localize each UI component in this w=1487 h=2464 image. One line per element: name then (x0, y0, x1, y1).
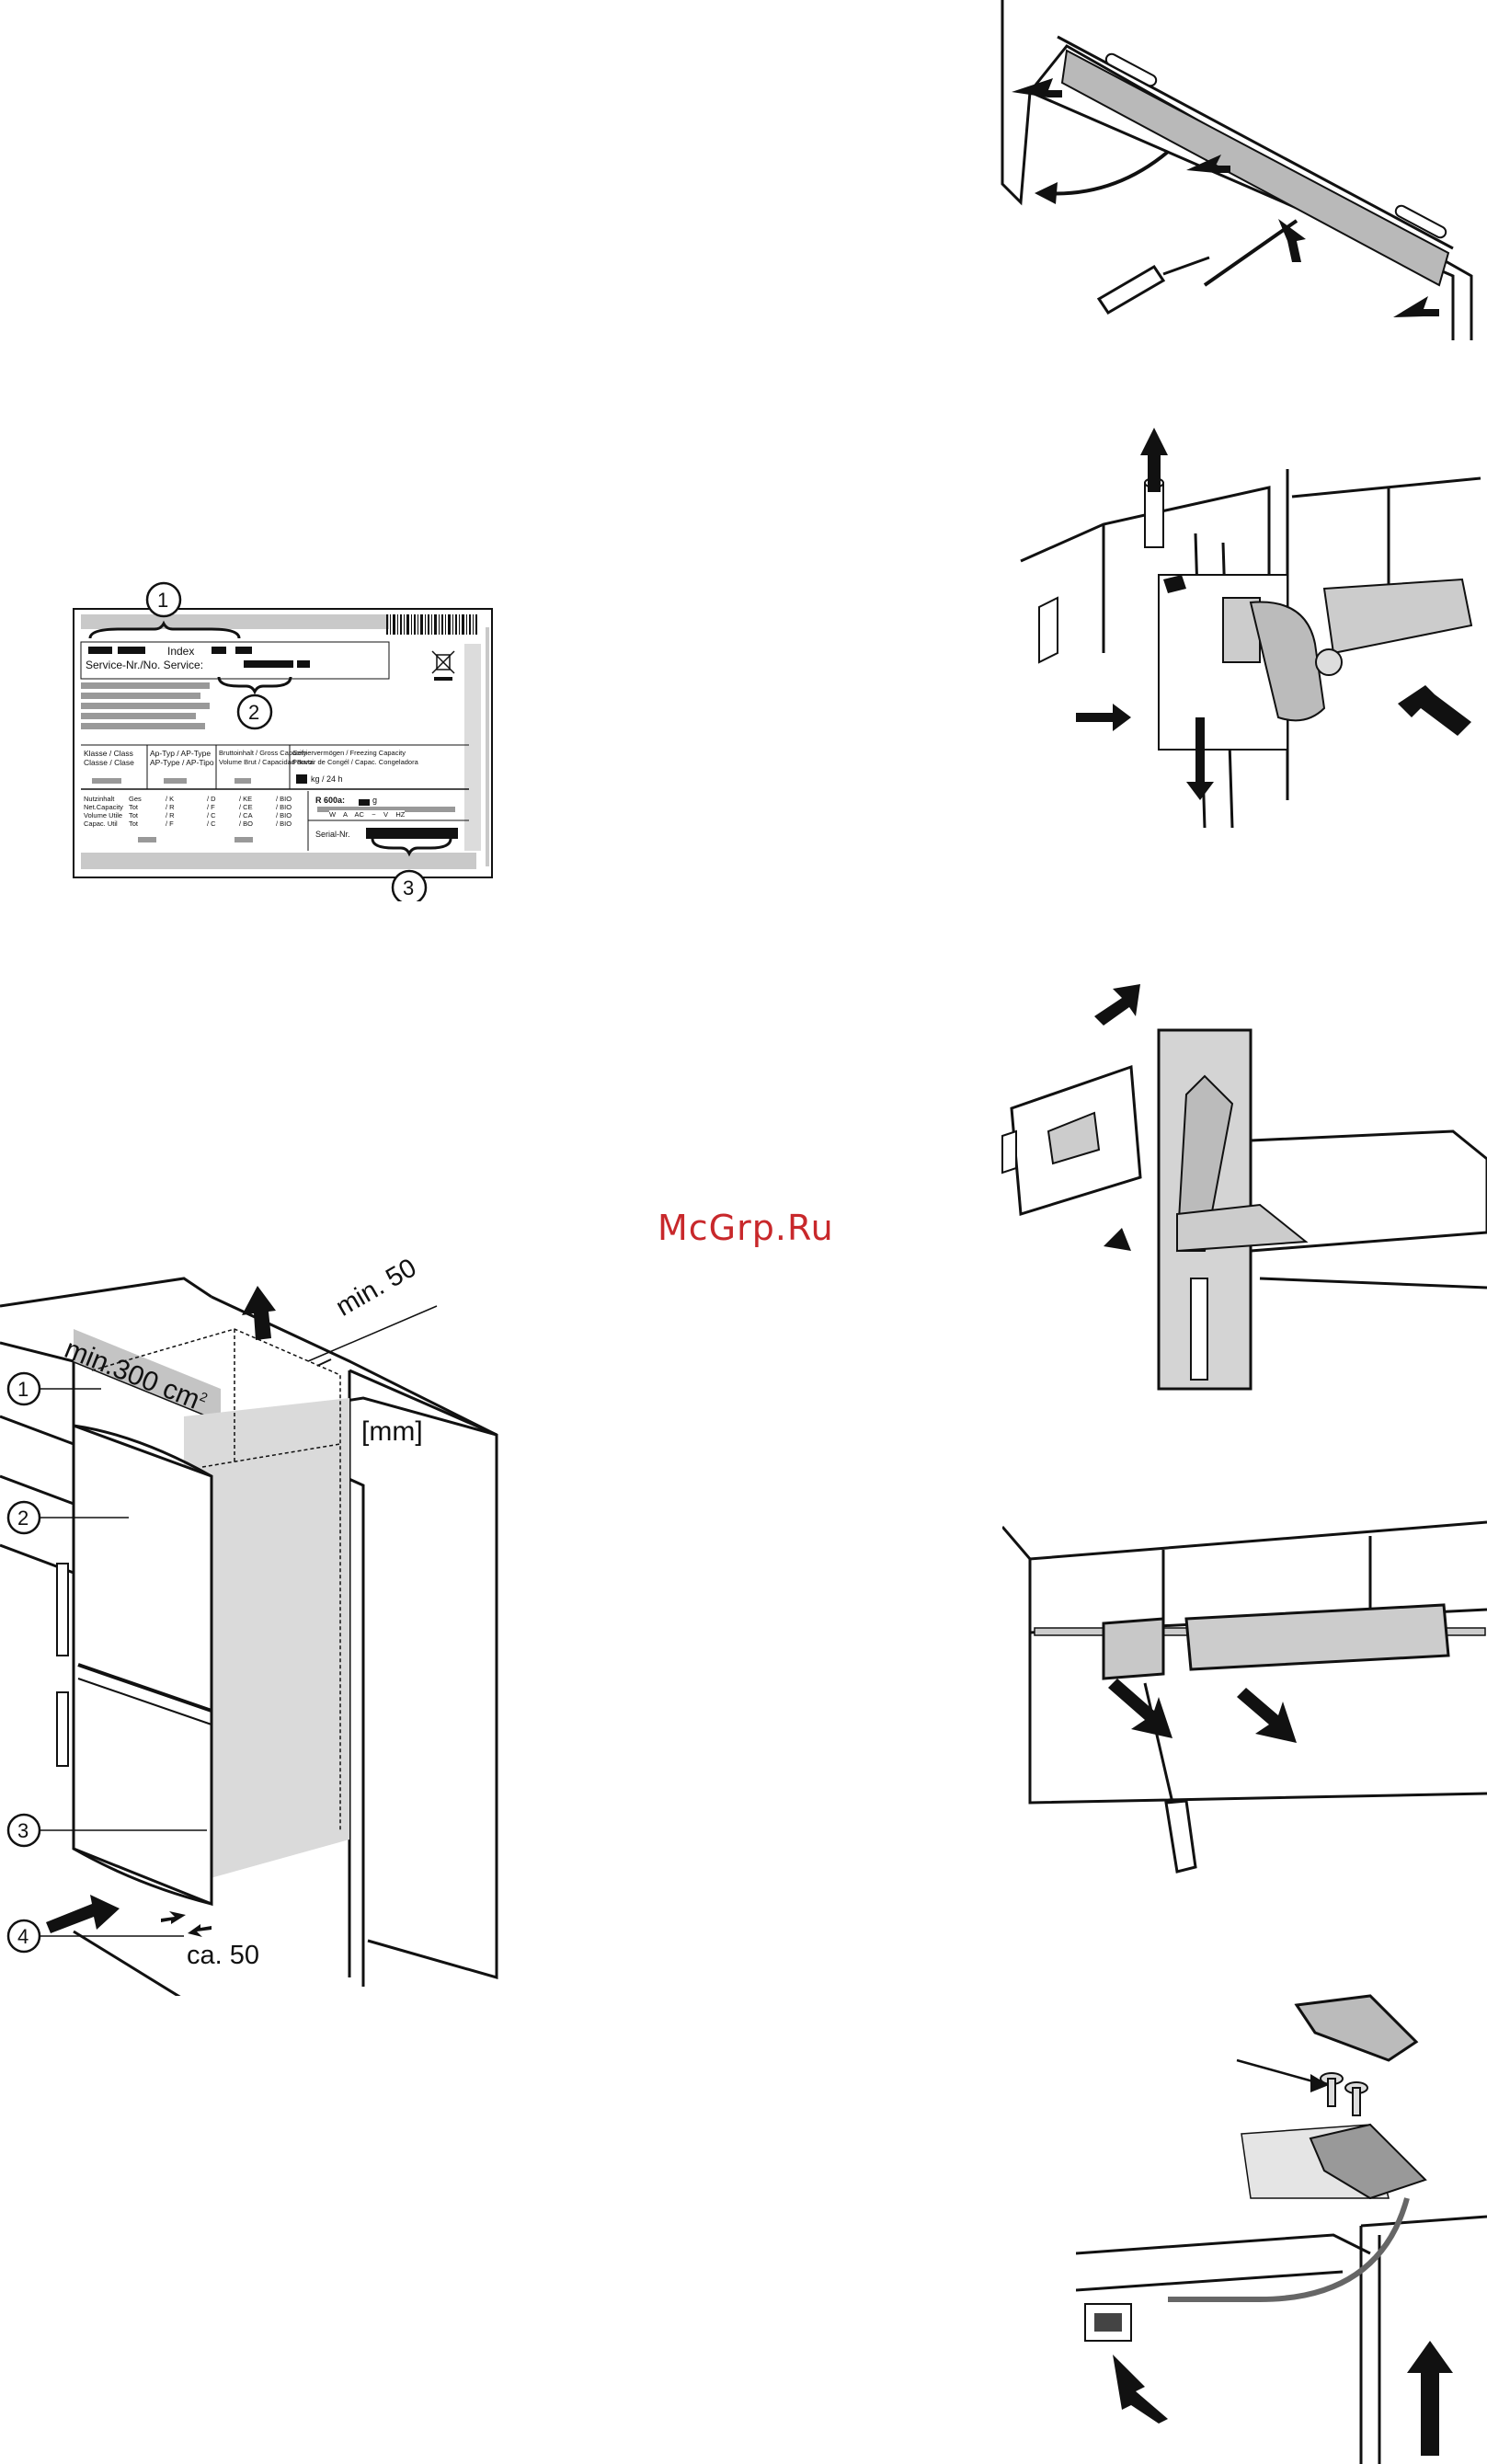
ke-rows: / KE / CE / CA / BO (239, 795, 254, 828)
mm-unit-label: [mm] (361, 1416, 423, 1447)
figure-rating-plate: 1 2 3 Index Service-Nr./No. Service: Kla… (55, 570, 515, 901)
refrigerant-label: R 600a: (315, 796, 346, 805)
figure-hinge-cover-screws (1076, 1987, 1487, 2464)
gross-capacity-label: Bruttoinhalt / Gross Capacity Volume Bru… (219, 749, 314, 766)
bio-rows: / BIO / BIO / BIO / BIO (276, 795, 292, 828)
callout-2: 2 (248, 701, 260, 724)
service-label: Service-Nr./No. Service: (86, 659, 204, 671)
figure-cover-panel-removal (1002, 1508, 1487, 1885)
freezing-capacity-label: Gefriervermögen / Freezing Capacity Pouv… (292, 749, 418, 766)
k-rows: / K / R / R / F (166, 795, 175, 828)
callout-3: 3 (17, 1819, 29, 1842)
callout-3: 3 (403, 877, 415, 900)
power-row: W A AC ~ V HZ (329, 810, 406, 819)
watermark: McGrp.Ru (658, 1208, 834, 1248)
class-label: Klasse / Class Classe / Clase (84, 749, 134, 767)
refrigerant-unit: g (372, 796, 378, 805)
callout-1: 1 (17, 1378, 29, 1401)
ap-type-label: Ap-Typ / AP-Type AP-Type / AP-Tipo (150, 749, 214, 767)
ca-50-label: ca. 50 (187, 1941, 259, 1970)
callout-4: 4 (17, 1925, 29, 1948)
d-rows: / D / F / C / C (207, 795, 216, 828)
figure-installation: min.300 cm2 min. 50 [mm] ca. 50 1 2 3 4 (0, 1253, 515, 1996)
kg-per-day-label: kg / 24 h (311, 774, 343, 784)
index-label: Index (167, 645, 195, 658)
figure-hinge-bracket (993, 975, 1487, 1398)
figure-hinge-removal (1012, 414, 1487, 846)
figure-top-cover-removal (975, 0, 1487, 350)
callout-2: 2 (17, 1507, 29, 1530)
callout-1: 1 (157, 589, 169, 612)
gesamt-rows: Ges Tot Tot Tot (129, 795, 142, 828)
net-capacity-rows: Nutzinhalt Net.Capacity Volume Utile Cap… (84, 795, 123, 828)
serial-label: Serial-Nr. (315, 830, 350, 839)
